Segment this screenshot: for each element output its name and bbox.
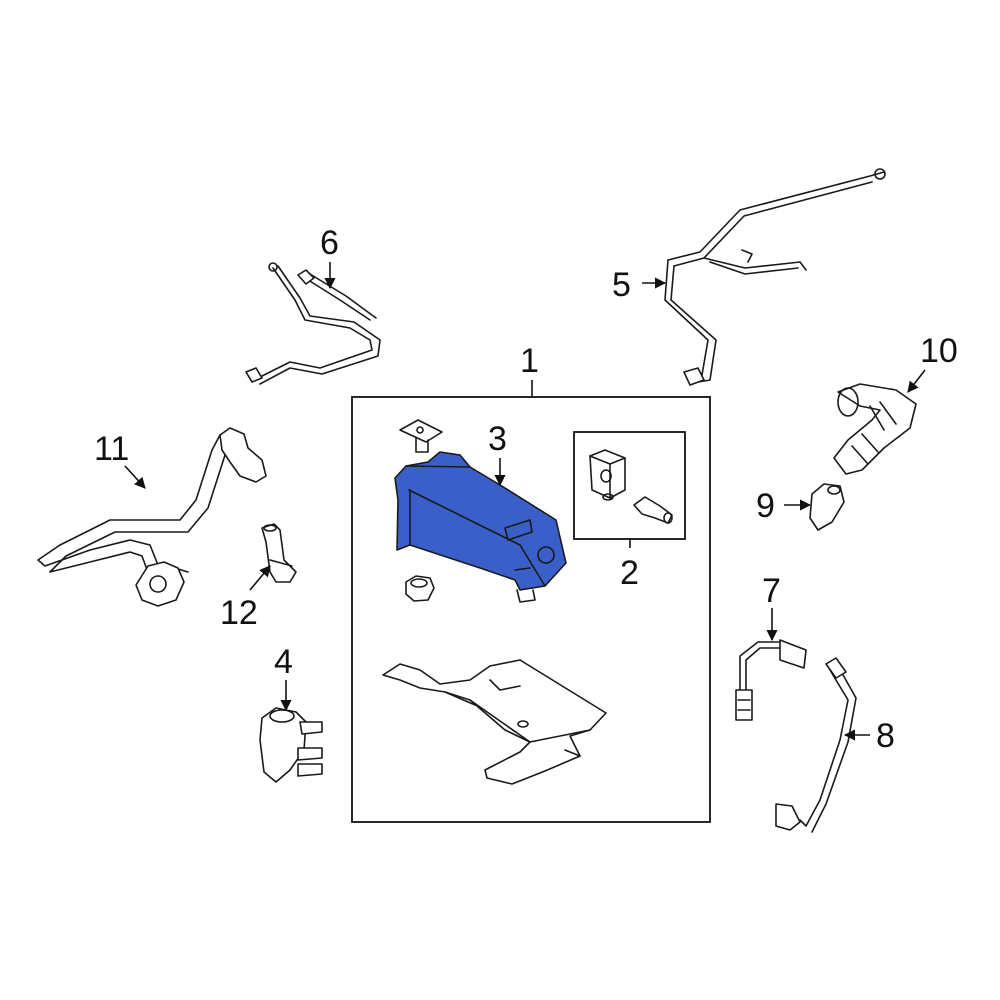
callout-7: 7 — [762, 572, 781, 610]
callout-11: 11 — [94, 430, 129, 468]
sensor-8 — [775, 657, 857, 833]
callout-10: 10 — [920, 332, 958, 370]
fitting-12 — [261, 523, 297, 583]
callout-12: 12 — [220, 594, 258, 632]
purge-valve-4 — [259, 707, 323, 783]
callout-2: 2 — [620, 554, 639, 592]
canister-bracket — [382, 659, 607, 785]
nut — [405, 575, 435, 602]
assembly-box — [351, 396, 711, 823]
callout-8: 8 — [876, 717, 895, 755]
hose-11 — [37, 427, 267, 607]
mounting-bracket — [399, 419, 443, 453]
sensor-7 — [735, 639, 807, 721]
sensor-plug — [633, 496, 673, 524]
callout-3: 3 — [488, 420, 507, 458]
callout-1: 1 — [520, 342, 539, 380]
charcoal-canister[interactable] — [394, 451, 567, 603]
leader-lines — [124, 262, 926, 741]
callout-5: 5 — [612, 266, 631, 304]
callout-4: 4 — [274, 643, 293, 681]
sensor-bracket — [589, 449, 626, 501]
vapor-tube-6 — [245, 262, 381, 385]
vapor-tube-5 — [664, 168, 886, 386]
callout-9: 9 — [756, 487, 775, 525]
valve-9 — [809, 483, 845, 531]
callout-6: 6 — [320, 224, 339, 262]
filler-hose-10 — [833, 383, 917, 475]
